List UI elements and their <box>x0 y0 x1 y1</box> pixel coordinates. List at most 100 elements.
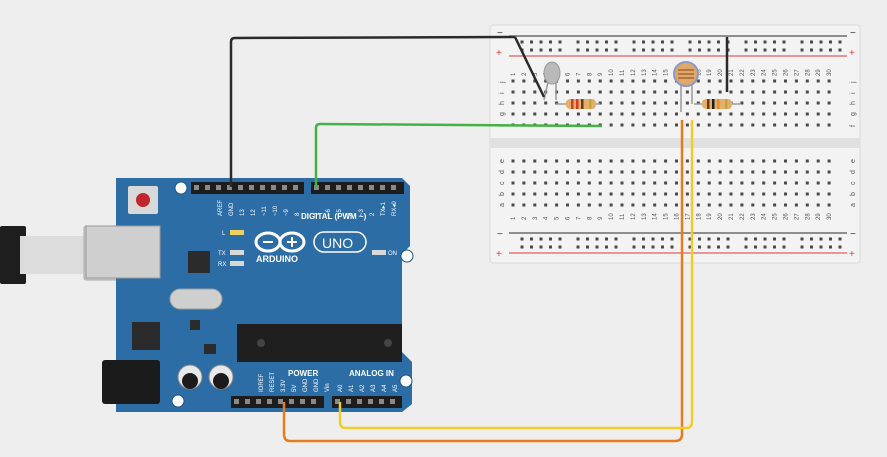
hole-d27[interactable] <box>794 170 798 174</box>
hole-i10[interactable] <box>609 90 613 94</box>
hole-b6[interactable] <box>566 192 569 196</box>
hole-c28[interactable] <box>805 181 809 185</box>
rail-hole[interactable] <box>539 245 543 249</box>
hole-d29[interactable] <box>816 170 820 174</box>
hole-e22[interactable] <box>740 159 744 163</box>
hole-j21[interactable] <box>729 79 733 83</box>
rail-hole[interactable] <box>642 245 645 249</box>
power-pin[interactable] <box>289 399 294 404</box>
hole-i3[interactable] <box>533 90 537 94</box>
hole-a19[interactable] <box>707 203 711 207</box>
hole-h4[interactable] <box>544 101 548 105</box>
hole-j27[interactable] <box>794 79 798 83</box>
hole-d22[interactable] <box>740 170 744 174</box>
hole-g30[interactable] <box>827 112 831 116</box>
hole-h12[interactable] <box>631 101 635 105</box>
analog-pin[interactable] <box>368 399 373 404</box>
rail-hole[interactable] <box>810 48 813 52</box>
hole-b23[interactable] <box>751 192 755 196</box>
power-pin[interactable] <box>311 399 316 404</box>
rail-hole[interactable] <box>754 48 757 52</box>
hole-h17[interactable] <box>685 101 689 105</box>
hole-g15[interactable] <box>664 112 668 116</box>
rail-hole[interactable] <box>754 40 757 44</box>
hole-g18[interactable] <box>696 112 700 116</box>
rail-hole[interactable] <box>810 245 813 249</box>
power-pin[interactable] <box>234 399 239 404</box>
hole-a7[interactable] <box>576 203 580 207</box>
hole-e4[interactable] <box>544 159 548 163</box>
hole-g10[interactable] <box>609 112 613 116</box>
hole-b2[interactable] <box>522 192 526 196</box>
hole-f30[interactable] <box>827 123 831 127</box>
hole-g23[interactable] <box>751 112 755 116</box>
hole-h3[interactable] <box>533 101 537 105</box>
hole-g12[interactable] <box>631 112 635 116</box>
rail-hole[interactable] <box>586 245 589 249</box>
hole-d5[interactable] <box>555 170 559 174</box>
rail-hole[interactable] <box>586 48 589 52</box>
hole-d23[interactable] <box>751 170 755 174</box>
hole-i23[interactable] <box>751 90 755 94</box>
hole-b18[interactable] <box>696 192 700 196</box>
rail-hole[interactable] <box>810 237 813 241</box>
rail-hole[interactable] <box>698 48 701 52</box>
hole-b19[interactable] <box>707 192 711 196</box>
reset-button-cap[interactable] <box>136 193 150 207</box>
hole-j3[interactable] <box>533 79 537 83</box>
rail-hole[interactable] <box>661 245 664 249</box>
hole-a27[interactable] <box>794 203 798 207</box>
hole-a20[interactable] <box>718 203 722 207</box>
rail-hole[interactable] <box>530 245 533 249</box>
hole-a1[interactable] <box>511 203 515 207</box>
rail-hole[interactable] <box>651 245 655 249</box>
hole-d30[interactable] <box>827 170 831 174</box>
rail-hole[interactable] <box>586 237 589 241</box>
rail-hole[interactable] <box>539 48 543 52</box>
rail-hole[interactable] <box>819 237 823 241</box>
hole-i29[interactable] <box>816 90 820 94</box>
hole-a18[interactable] <box>696 203 700 207</box>
rail-hole[interactable] <box>800 245 804 249</box>
wire-led-gnd-black[interactable] <box>513 36 546 98</box>
hole-f19[interactable] <box>707 123 711 127</box>
rail-hole[interactable] <box>614 245 618 249</box>
hole-h27[interactable] <box>794 101 798 105</box>
rail-hole[interactable] <box>726 237 730 241</box>
hole-d18[interactable] <box>696 170 700 174</box>
rail-hole[interactable] <box>726 245 730 249</box>
hole-a11[interactable] <box>620 203 624 207</box>
hole-g28[interactable] <box>805 112 809 116</box>
hole-c24[interactable] <box>762 181 766 185</box>
rail-hole[interactable] <box>576 48 580 52</box>
hole-g24[interactable] <box>762 112 766 116</box>
hole-d19[interactable] <box>707 170 711 174</box>
rail-hole[interactable] <box>744 48 748 52</box>
hole-g6[interactable] <box>566 112 569 116</box>
hole-j19[interactable] <box>707 79 711 83</box>
rail-hole[interactable] <box>642 237 645 241</box>
hole-e20[interactable] <box>718 159 722 163</box>
hole-c10[interactable] <box>609 181 613 185</box>
hole-c21[interactable] <box>729 181 733 185</box>
hole-f11[interactable] <box>620 123 624 127</box>
power-pin[interactable] <box>245 399 250 404</box>
hole-e24[interactable] <box>762 159 766 163</box>
hole-c5[interactable] <box>555 181 559 185</box>
hole-b27[interactable] <box>794 192 798 196</box>
rail-hole[interactable] <box>539 237 543 241</box>
analog-pin[interactable] <box>335 399 340 404</box>
rail-hole[interactable] <box>773 245 776 249</box>
hole-d9[interactable] <box>598 170 602 174</box>
hole-d1[interactable] <box>511 170 515 174</box>
hole-a25[interactable] <box>773 203 777 207</box>
hole-e12[interactable] <box>631 159 635 163</box>
rail-hole[interactable] <box>744 245 748 249</box>
hole-a2[interactable] <box>522 203 526 207</box>
hole-g19[interactable] <box>707 112 711 116</box>
hole-a3[interactable] <box>533 203 537 207</box>
digital-pin[interactable] <box>380 185 385 190</box>
rail-hole[interactable] <box>819 40 823 44</box>
hole-i7[interactable] <box>576 90 580 94</box>
